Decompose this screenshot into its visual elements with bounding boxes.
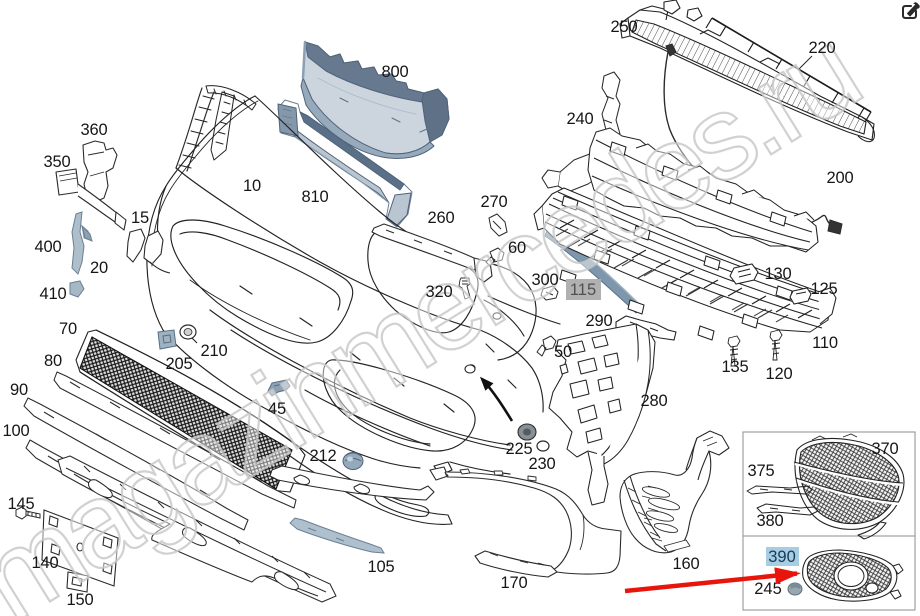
svg-text:225: 225 (506, 440, 533, 458)
svg-text:220: 220 (809, 39, 836, 57)
svg-text:270: 270 (481, 193, 508, 211)
svg-text:250: 250 (611, 18, 638, 36)
svg-text:80: 80 (44, 352, 62, 370)
svg-text:150: 150 (67, 591, 94, 609)
svg-text:100: 100 (3, 422, 30, 440)
svg-text:120: 120 (766, 365, 793, 383)
svg-text:140: 140 (32, 554, 59, 572)
svg-text:370: 370 (872, 440, 899, 458)
svg-text:90: 90 (10, 381, 28, 399)
svg-text:60: 60 (508, 239, 526, 257)
svg-text:160: 160 (673, 555, 700, 573)
svg-text:45: 45 (268, 400, 286, 418)
svg-text:800: 800 (382, 63, 409, 81)
svg-text:130: 130 (765, 265, 792, 283)
svg-text:245: 245 (754, 580, 782, 598)
svg-text:380: 380 (757, 512, 784, 530)
svg-text:320: 320 (426, 283, 453, 301)
svg-text:15: 15 (131, 209, 149, 227)
svg-text:205: 205 (166, 355, 193, 373)
svg-text:135: 135 (722, 358, 749, 376)
svg-text:170: 170 (501, 574, 528, 592)
svg-text:290: 290 (586, 312, 613, 330)
svg-text:375: 375 (748, 462, 775, 480)
svg-text:115: 115 (570, 281, 596, 299)
svg-text:400: 400 (35, 238, 62, 256)
svg-text:240: 240 (567, 110, 594, 128)
svg-text:105: 105 (368, 558, 395, 576)
svg-text:300: 300 (532, 271, 559, 289)
svg-text:350: 350 (44, 153, 71, 171)
svg-text:390: 390 (768, 548, 796, 566)
svg-text:260: 260 (428, 209, 455, 227)
svg-text:212: 212 (310, 447, 337, 465)
svg-text:20: 20 (90, 259, 108, 277)
svg-text:145: 145 (8, 495, 35, 513)
svg-text:230: 230 (529, 455, 556, 473)
svg-text:10: 10 (243, 177, 261, 195)
svg-text:110: 110 (812, 334, 838, 352)
svg-text:50: 50 (554, 343, 572, 361)
svg-text:280: 280 (641, 392, 668, 410)
svg-text:360: 360 (81, 121, 108, 139)
svg-text:200: 200 (827, 169, 854, 187)
svg-text:210: 210 (201, 342, 228, 360)
svg-text:410: 410 (40, 285, 67, 303)
svg-text:810: 810 (302, 188, 329, 206)
svg-text:125: 125 (811, 280, 838, 298)
svg-text:70: 70 (59, 320, 77, 338)
